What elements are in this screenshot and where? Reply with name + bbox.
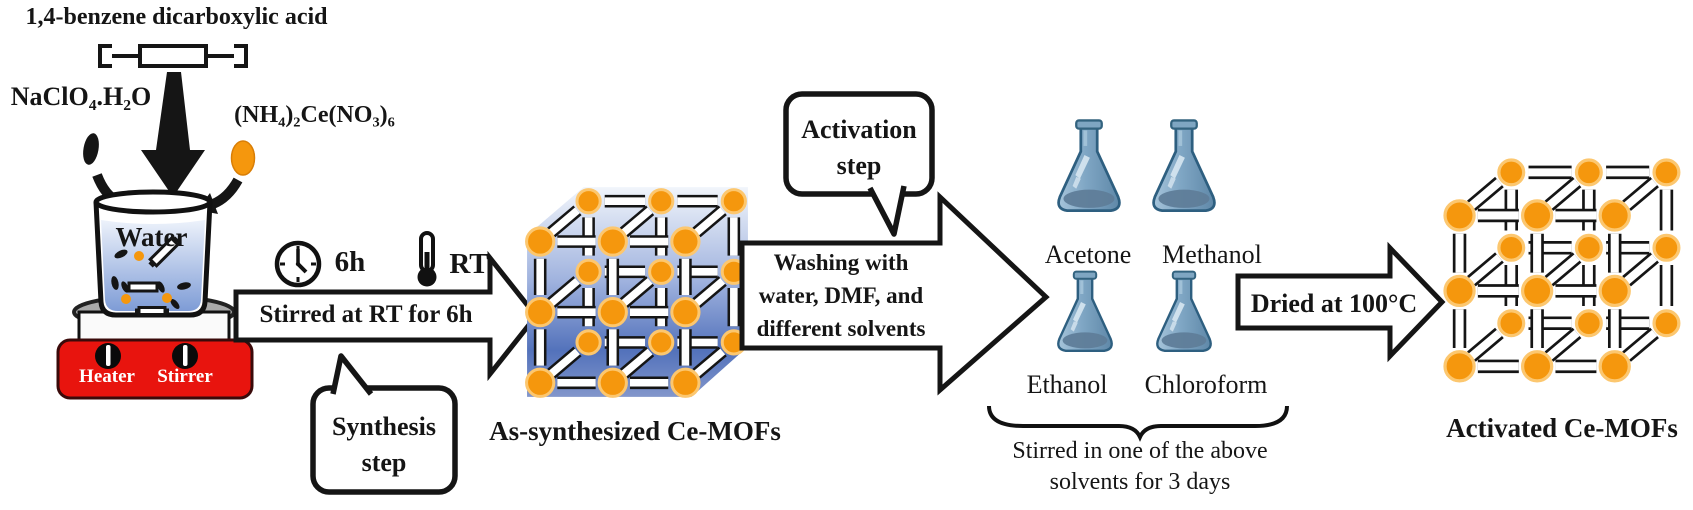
methanol-label: Methanol <box>1162 240 1262 269</box>
bubble-tail <box>330 353 374 396</box>
beaker-rim <box>93 189 213 215</box>
metal-node <box>1497 233 1526 262</box>
drying-arrow <box>1235 241 1446 363</box>
arrow-shape <box>1235 241 1446 363</box>
metal-node <box>670 297 701 328</box>
metal-node <box>597 297 628 328</box>
temperature-label: RT <box>449 248 489 280</box>
chloroform-flask-icon <box>1156 270 1212 352</box>
linker-name-label: 1,4-benzene dicarboxylic acid <box>25 4 328 30</box>
beaker-icon <box>93 189 213 318</box>
washing-arrow <box>739 191 1050 396</box>
acetone-flask-icon <box>1057 119 1121 212</box>
chloroform-label: Chloroform <box>1144 370 1268 399</box>
heater-label: Heater <box>79 366 135 387</box>
arrow-shape <box>739 191 1050 396</box>
metal-node <box>1520 274 1554 308</box>
metal-node <box>597 226 628 257</box>
sodium-salt-particle-icon <box>83 133 99 165</box>
methanol-flask-icon <box>1152 119 1216 212</box>
beaker-contents <box>111 236 191 316</box>
synthesis-step-bubble-text: Synthesis step <box>331 412 437 477</box>
activation-step-bubble <box>783 91 935 237</box>
ethanol-label: Ethanol <box>1026 370 1108 399</box>
metal-node <box>1443 274 1476 308</box>
metal-node <box>1574 158 1603 187</box>
arrow-shape <box>233 250 540 382</box>
time-label: 6h <box>334 246 366 278</box>
solvent-note-line1: Stirred in one of the above <box>1012 438 1268 464</box>
metal-node <box>597 367 628 398</box>
clock-icon <box>274 240 322 288</box>
right-pour-arrow-icon <box>210 177 243 209</box>
acetone-label: Acetone <box>1044 240 1132 269</box>
metal-node <box>1574 309 1603 338</box>
down-arrow-icon <box>141 72 205 197</box>
metal-node <box>648 258 675 285</box>
synthesis-step-bubble <box>310 353 458 495</box>
metal-node <box>670 367 701 398</box>
metal-node <box>1443 350 1476 383</box>
as-synthesized-label: As-synthesized Ce-MOFs <box>489 416 781 446</box>
stirrer-label: Stirrer <box>157 366 213 387</box>
metal-node <box>1652 233 1681 262</box>
solvents-brace <box>987 405 1289 442</box>
metal-node <box>1652 309 1681 338</box>
linker-molecule-icon <box>98 44 248 68</box>
metal-node <box>1598 199 1631 232</box>
as-synthesized-mof-structure <box>525 187 748 398</box>
synthesis-arrow <box>233 250 540 382</box>
metal-node <box>575 329 602 356</box>
metal-node <box>648 329 675 356</box>
metal-node <box>525 367 556 398</box>
washing-arrow-text: Washing with water, DMF, and different s… <box>756 250 926 341</box>
metal-node <box>670 226 701 257</box>
cerium-salt-particle-icon <box>230 140 256 176</box>
cerium-salt-label: (NH₄)₂Ce(NO₃)₆ <box>234 102 395 128</box>
metal-node <box>575 188 602 215</box>
thermometer-icon <box>417 231 437 287</box>
metal-node <box>720 188 747 215</box>
metal-node <box>648 188 675 215</box>
activated-mof-structure <box>1443 158 1681 383</box>
metal-node <box>1497 158 1526 187</box>
metal-node <box>1520 199 1554 232</box>
activated-label: Activated Ce-MOFs <box>1446 413 1678 443</box>
synthesis-arrow-label: Stirred at RT for 6h <box>259 301 473 328</box>
metal-node <box>1520 350 1554 383</box>
metal-node <box>575 258 602 285</box>
metal-node <box>1598 274 1631 308</box>
metal-node <box>1652 158 1681 187</box>
metal-node <box>525 226 556 257</box>
metal-node <box>1574 233 1603 262</box>
metal-node <box>525 297 556 328</box>
drying-arrow-label: Dried at 100°C <box>1250 289 1418 318</box>
metal-node <box>1497 309 1526 338</box>
solvent-note-line2: solvents for 3 days <box>1049 469 1231 495</box>
ethanol-flask-icon <box>1057 270 1113 352</box>
sodium-salt-label: NaClO₄.H₂O <box>10 82 152 111</box>
metal-node <box>1598 350 1631 383</box>
bubble-tail <box>867 185 907 237</box>
metal-node <box>1443 199 1476 232</box>
activation-step-bubble-text: Activation step <box>801 115 917 180</box>
water-label: Water <box>115 222 188 252</box>
